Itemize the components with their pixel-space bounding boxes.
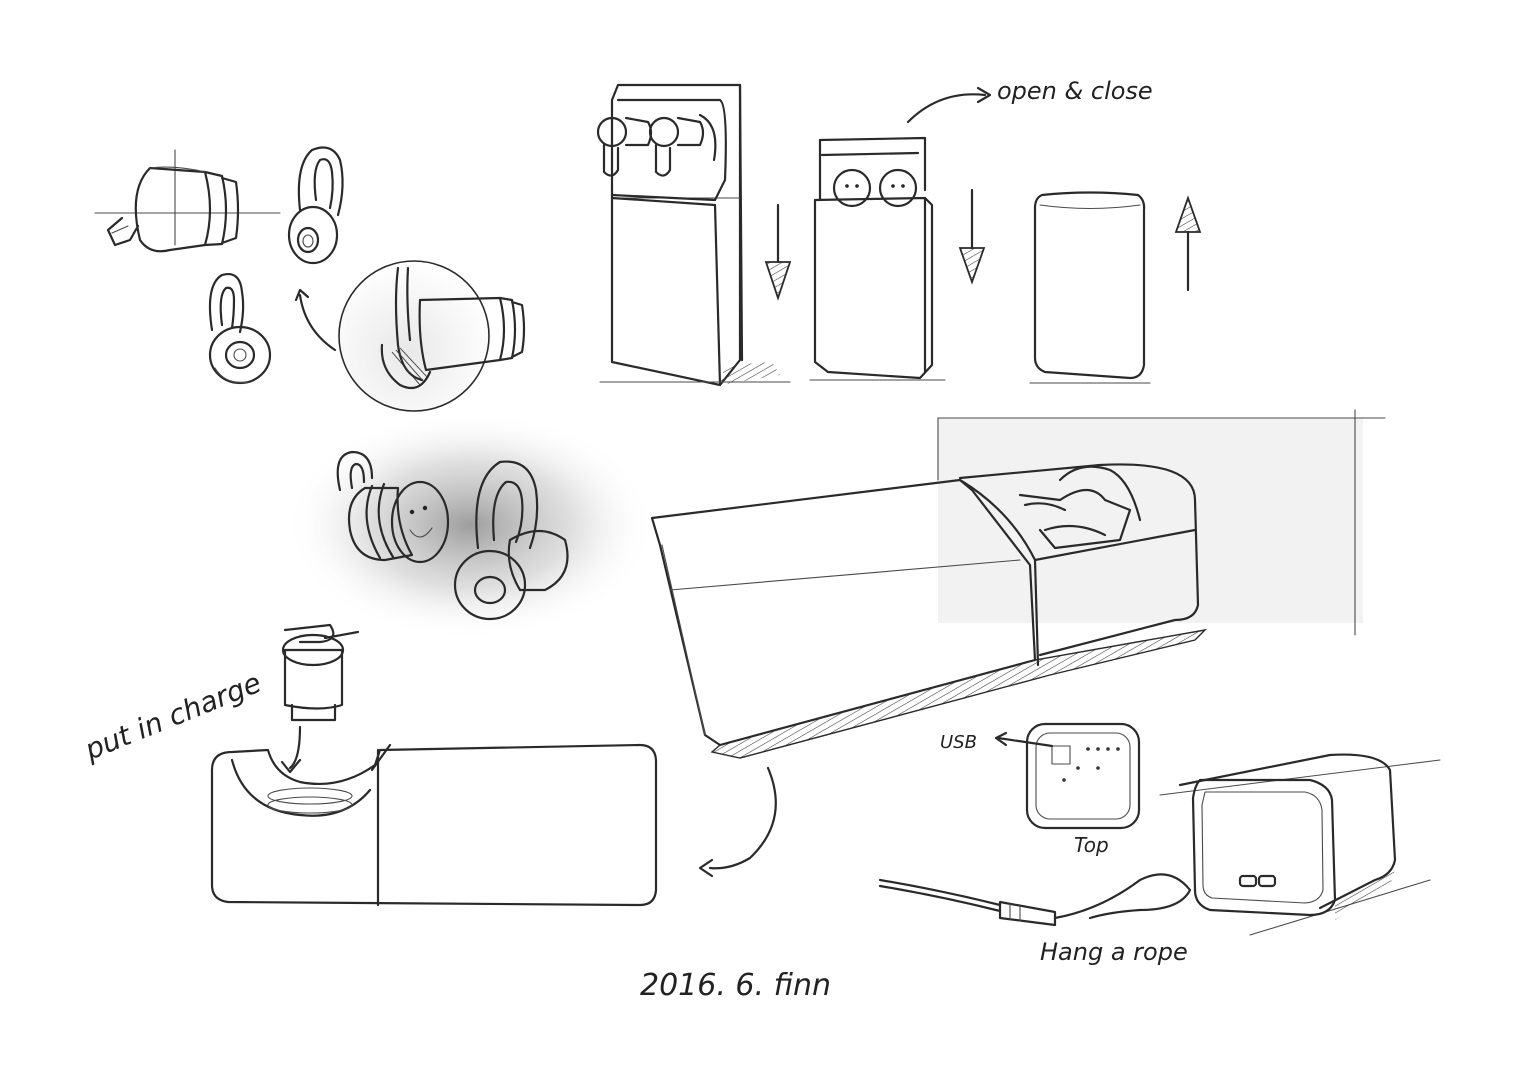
label-top: Top — [1074, 833, 1109, 857]
label-usb: USB — [940, 732, 977, 753]
arrow-up — [1174, 195, 1202, 292]
arrow-down-1 — [764, 203, 792, 301]
earbud-pair-render — [285, 410, 655, 640]
label-open-close: open & close — [997, 77, 1153, 105]
earbud-hook-front — [287, 146, 344, 265]
case-top-view — [994, 722, 1141, 830]
label-hang-rope: Hang a rope — [1040, 938, 1188, 966]
case-perspective-large — [650, 409, 1386, 878]
signature-date: 2016. 6. finn — [640, 968, 831, 1003]
arrow-down-2 — [958, 188, 986, 285]
case-sleeve-closed — [1029, 191, 1151, 384]
earbud-side-view — [94, 149, 281, 253]
earbud-hook-rear — [208, 273, 272, 385]
case-perspective-back — [1159, 753, 1441, 936]
case-sleeve-open — [809, 86, 992, 381]
loupe-detail — [294, 260, 526, 412]
hanging-rope — [878, 873, 1192, 927]
case-open-dispenser — [596, 83, 791, 387]
case-charging-dock — [210, 623, 658, 907]
